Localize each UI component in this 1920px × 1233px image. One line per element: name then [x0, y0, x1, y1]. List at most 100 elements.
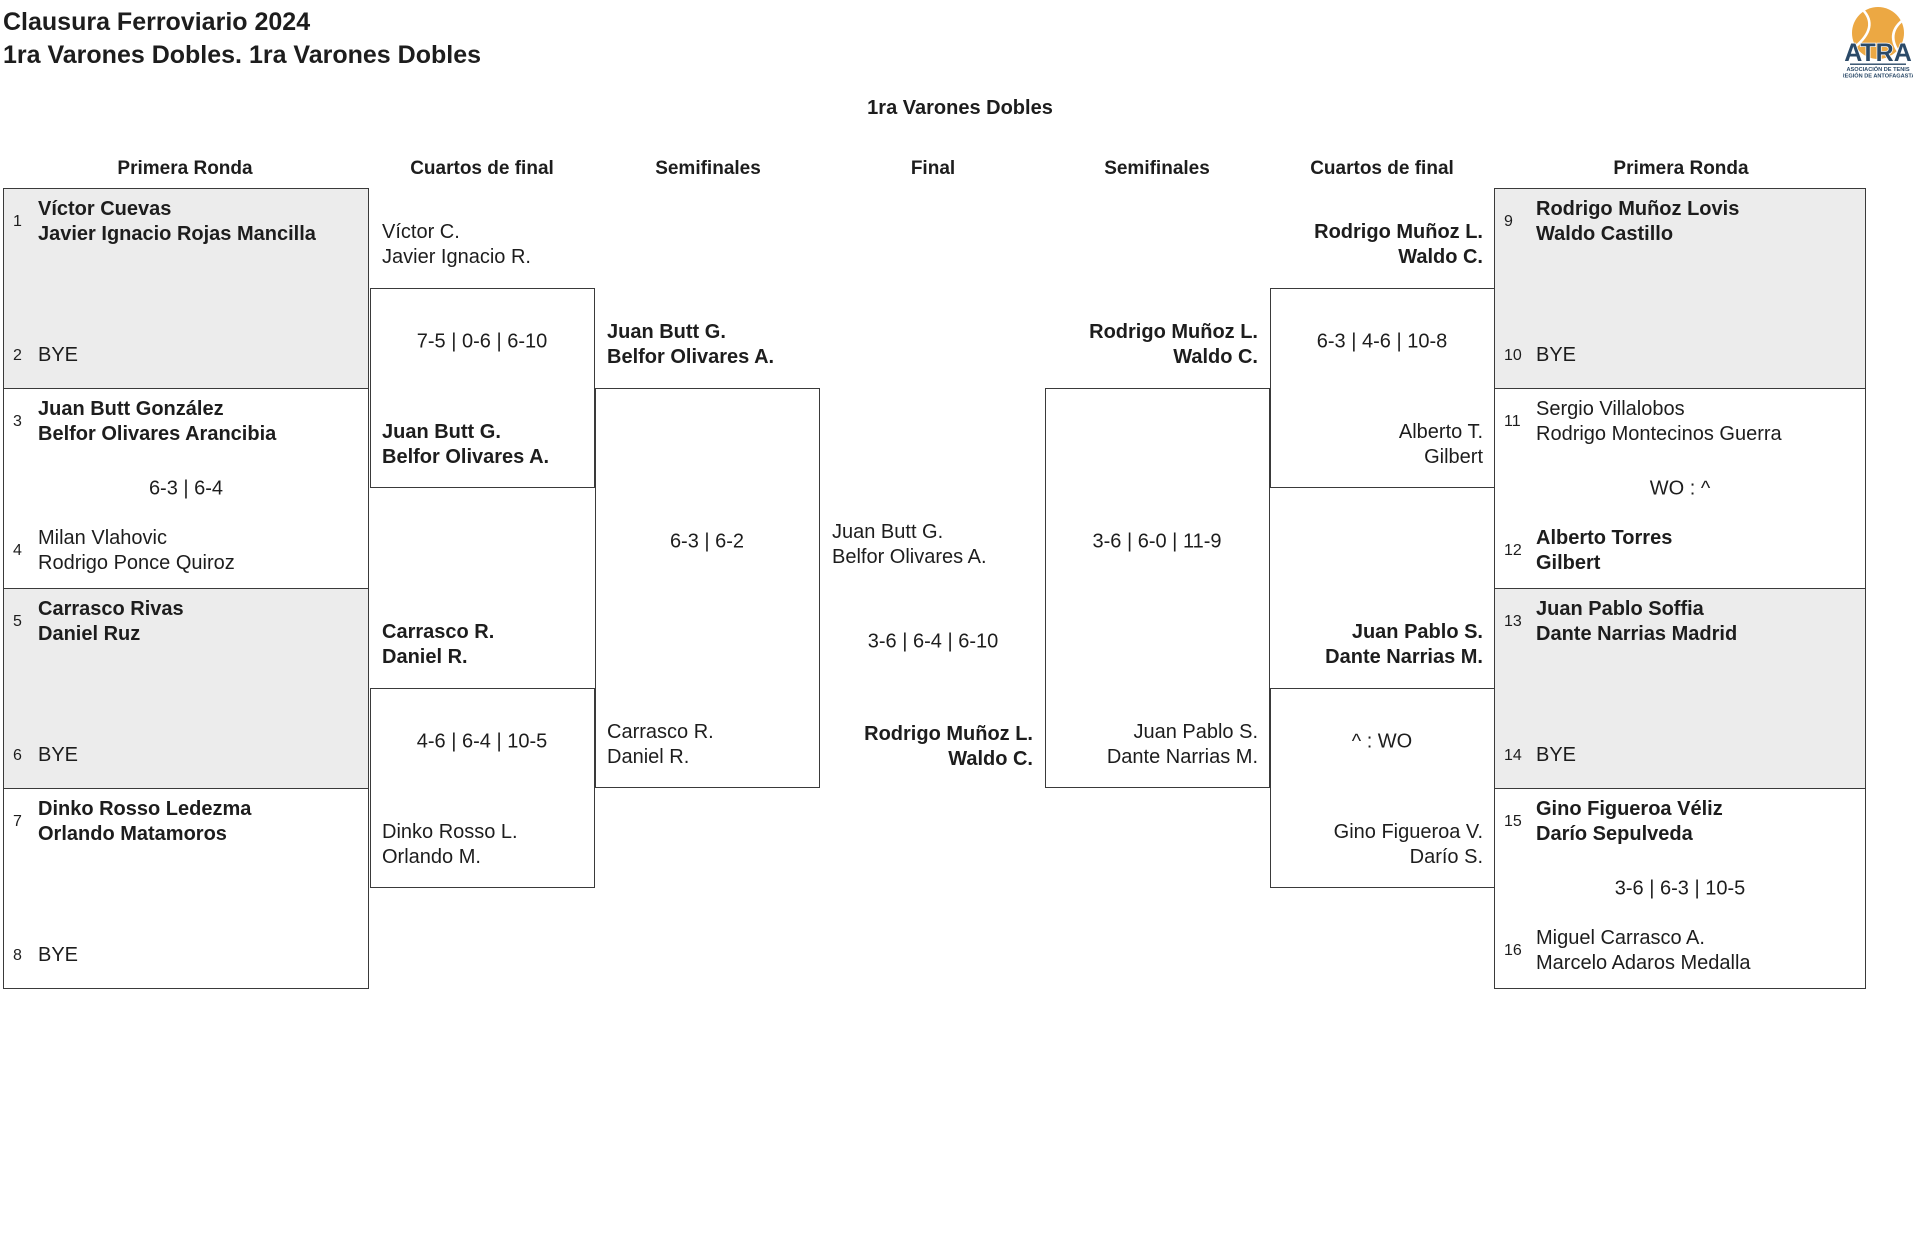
team-names: Gino Figueroa Véliz Darío Sepulveda — [1536, 798, 1723, 845]
team-names: BYE — [1536, 344, 1577, 366]
team-names: Miguel Carrasco A. Marcelo Adaros Medall… — [1536, 927, 1751, 974]
sf-connector-right — [1045, 388, 1270, 788]
seed-number: 7 — [13, 813, 22, 830]
match-score: WO : ^ — [1649, 477, 1711, 499]
round-header-semis-left: Semifinales — [655, 158, 761, 179]
round-header-final: Final — [910, 158, 956, 179]
match-score: 3-6 | 6-0 | 11-9 — [1092, 530, 1222, 553]
team-names: BYE — [38, 744, 79, 766]
team-names: Rodrigo Muñoz Lovis Waldo Castillo — [1536, 198, 1740, 245]
team-slot-13: 13 Juan Pablo Soffia Dante Narrias Madri… — [1504, 597, 1861, 647]
advancing-team-label: Alberto T. Gilbert — [1398, 421, 1483, 468]
qf-connector-left-top — [370, 288, 595, 488]
team-slot-7: 7 Dinko Rosso Ledezma Orlando Matamoros — [13, 797, 364, 847]
bracket-title: 1ra Varones Dobles — [867, 97, 1053, 119]
advancing-team-label: Rodrigo Muñoz L. Waldo C. — [1314, 221, 1483, 268]
final-score: 3-6 | 6-4 | 6-10 — [867, 630, 999, 653]
seed-number: 16 — [1504, 942, 1522, 959]
advancing-team-label: Juan Butt G. Belfor Olivares A. — [382, 421, 550, 468]
team-slot-3: 3 Juan Butt González Belfor Olivares Ara… — [13, 397, 364, 447]
team-names: Juan Butt González Belfor Olivares Aranc… — [38, 398, 277, 445]
qf-connector-left-bottom — [370, 688, 595, 888]
seed-number: 1 — [13, 213, 22, 230]
tennis-ball-icon — [1852, 7, 1904, 59]
team-names: Dinko Rosso Ledezma Orlando Matamoros — [38, 798, 252, 845]
seed-number: 6 — [13, 746, 22, 764]
qf-connector-right-top — [1270, 288, 1495, 488]
ball-seam-left — [1854, 9, 1871, 48]
team-names: BYE — [1536, 744, 1577, 766]
match-score: 3-6 | 6-3 | 10-5 — [1614, 877, 1746, 899]
team-names: Alberto Torres Gilbert — [1536, 527, 1673, 574]
match-box-1-2: 1 Víctor Cuevas Javier Ignacio Rojas Man… — [3, 188, 369, 389]
match-box-5-6: 5 Carrasco Rivas Daniel Ruz 6 BYE — [3, 588, 369, 789]
advancing-team-label: Gino Figueroa V. Darío S. — [1333, 821, 1483, 868]
advancing-team-label: Juan Butt G. Belfor Olivares A. — [607, 321, 775, 368]
round-header-cuartos-left: Cuartos de final — [410, 158, 554, 179]
team-slot-5: 5 Carrasco Rivas Daniel Ruz — [13, 597, 364, 647]
team-slot-2: 2 BYE — [13, 343, 364, 368]
match-box-15-16: 15 Gino Figueroa Véliz Darío Sepulveda 3… — [1494, 788, 1866, 989]
logo-divider — [1850, 63, 1906, 65]
seed-number: 3 — [13, 413, 22, 430]
round-header-semis-right: Semifinales — [1104, 158, 1210, 179]
team-slot-12: 12 Alberto Torres Gilbert — [1504, 526, 1861, 576]
advancing-team-label: Dinko Rosso L. Orlando M. — [382, 821, 518, 868]
round-header-cuartos-right: Cuartos de final — [1310, 158, 1454, 179]
team-slot-9: 9 Rodrigo Muñoz Lovis Waldo Castillo — [1504, 197, 1861, 247]
page-header: Clausura Ferroviario 2024 1ra Varones Do… — [3, 6, 481, 72]
seed-number: 11 — [1504, 413, 1521, 430]
advancing-team-label: Rodrigo Muñoz L. Waldo C. — [1089, 321, 1258, 368]
match-score: 6-3 | 6-2 — [669, 530, 745, 553]
seed-number: 8 — [13, 946, 22, 964]
round-header-primera-left: Primera Ronda — [117, 158, 253, 179]
match-box-11-12: 11 Sergio Villalobos Rodrigo Montecinos … — [1494, 388, 1866, 589]
seed-number: 2 — [13, 346, 22, 364]
advancing-team-label: Carrasco R. Daniel R. — [382, 621, 495, 668]
match-score: 4-6 | 6-4 | 10-5 — [416, 730, 548, 753]
tournament-title: Clausura Ferroviario 2024 — [3, 8, 311, 36]
team-names: Juan Pablo Soffia Dante Narrias Madrid — [1536, 598, 1738, 645]
match-box-13-14: 13 Juan Pablo Soffia Dante Narrias Madri… — [1494, 588, 1866, 789]
team-slot-4: 4 Milan Vlahovic Rodrigo Ponce Quiroz — [13, 526, 364, 576]
seed-number: 9 — [1504, 213, 1513, 230]
team-slot-10: 10 BYE — [1504, 343, 1861, 368]
match-score: ^ : WO — [1351, 730, 1413, 753]
team-names: BYE — [38, 944, 79, 966]
team-slot-11: 11 Sergio Villalobos Rodrigo Montecinos … — [1504, 397, 1861, 447]
team-slot-8: 8 BYE — [13, 943, 364, 968]
advancing-team-label: Juan Pablo S. Dante Narrias M. — [1106, 721, 1258, 768]
seed-number: 4 — [13, 542, 22, 559]
match-box-7-8: 7 Dinko Rosso Ledezma Orlando Matamoros … — [3, 788, 369, 989]
seed-number: 10 — [1504, 346, 1522, 364]
team-slot-15: 15 Gino Figueroa Véliz Darío Sepulveda — [1504, 797, 1861, 847]
sf-connector-left — [595, 388, 820, 788]
match-score: 6-3 | 4-6 | 10-8 — [1316, 330, 1448, 353]
seed-number: 12 — [1504, 542, 1522, 559]
team-slot-6: 6 BYE — [13, 743, 364, 768]
qf-connector-right-bottom — [1270, 688, 1495, 888]
team-names: Sergio Villalobos Rodrigo Montecinos Gue… — [1536, 398, 1782, 445]
ball-seam-right — [1891, 18, 1904, 55]
atra-logo: ATRA ASOCIACIÓN DE TENIS REGIÓN DE ANTOF… — [1843, 7, 1913, 80]
team-slot-1: 1 Víctor Cuevas Javier Ignacio Rojas Man… — [13, 197, 364, 247]
round-header-primera-right: Primera Ronda — [1613, 158, 1749, 179]
advancing-team-label: Juan Pablo S. Dante Narrias M. — [1325, 621, 1483, 668]
team-names: Milan Vlahovic Rodrigo Ponce Quiroz — [38, 527, 235, 574]
team-names: Carrasco Rivas Daniel Ruz — [38, 598, 184, 645]
advancing-team-label: Víctor C. Javier Ignacio R. — [382, 221, 531, 268]
finalist-label-right: Rodrigo Muñoz L. Waldo C. — [864, 723, 1033, 770]
team-slot-14: 14 BYE — [1504, 743, 1861, 768]
logo-subtitle-2: REGIÓN DE ANTOFAGASTA — [1843, 72, 1913, 80]
finalist-label-left: Juan Butt G. Belfor Olivares A. — [832, 521, 987, 568]
seed-number: 14 — [1504, 746, 1522, 764]
category-title: 1ra Varones Dobles. 1ra Varones Dobles — [3, 41, 482, 69]
logo-subtitle-1: ASOCIACIÓN DE TENIS — [1846, 65, 1909, 73]
advancing-team-label: Carrasco R. Daniel R. — [607, 721, 714, 768]
match-score: 6-3 | 6-4 — [148, 477, 224, 499]
team-names: BYE — [38, 344, 79, 366]
seed-number: 13 — [1504, 613, 1522, 630]
match-score: 7-5 | 0-6 | 6-10 — [416, 330, 548, 353]
logo-acronym: ATRA — [1844, 39, 1912, 67]
